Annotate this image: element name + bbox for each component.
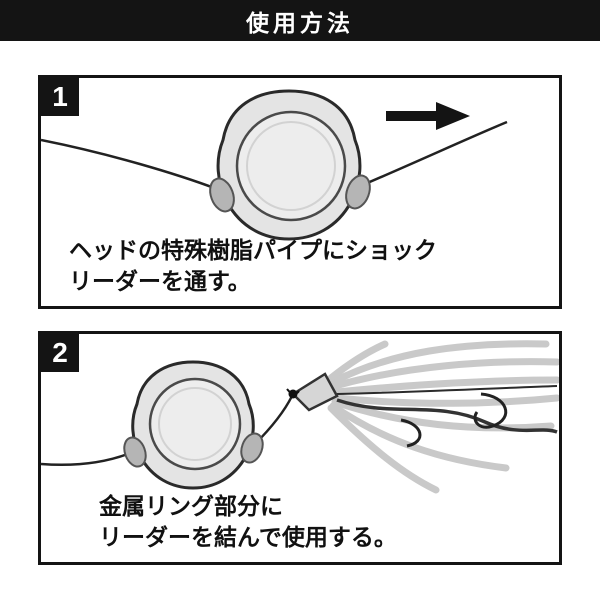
step2-number-badge: 2 — [41, 334, 79, 372]
step1-panel: 1 ヘッドの特殊樹脂パイプにショック リーダーを通す。 — [38, 75, 562, 309]
step2-panel: 2 — [38, 331, 562, 565]
page-title: 使用方法 — [246, 9, 354, 36]
lure-head-face — [148, 377, 242, 471]
lure-head-face-inner-ring — [158, 387, 232, 461]
pipe-opening-right — [345, 174, 371, 210]
lure-head-face — [235, 110, 347, 222]
lure-head-face-inner-ring — [246, 121, 336, 211]
step1-caption-line2: リーダーを通す。 — [69, 267, 251, 294]
leader-line-left — [41, 138, 218, 191]
step1-caption: ヘッドの特殊樹脂パイプにショック リーダーを通す。 — [69, 235, 437, 296]
step1-illustration — [41, 89, 508, 241]
hook-icon-small — [400, 418, 422, 448]
pipe-opening-right — [240, 432, 264, 464]
pipe-opening-left — [123, 436, 147, 468]
leader-line-right — [364, 120, 508, 186]
knot-squiggle — [286, 388, 300, 395]
leader-line-left — [41, 450, 134, 467]
cone-connector — [291, 372, 339, 412]
step2-illustration — [41, 340, 559, 494]
step2-caption-line1: 金属リング部分に — [99, 493, 283, 520]
header-bar: 使用方法 — [0, 0, 600, 41]
step1-caption-line1: ヘッドの特殊樹脂パイプにショック — [69, 237, 437, 264]
rig-line — [336, 385, 558, 395]
pipe-opening-left — [209, 177, 235, 213]
direction-arrow-icon — [386, 102, 470, 130]
step2-caption-line2: リーダーを結んで使用する。 — [99, 523, 397, 550]
skirt-strands — [327, 340, 559, 494]
hook-icon — [473, 392, 508, 429]
step2-caption: 金属リング部分に リーダーを結んで使用する。 — [99, 491, 397, 552]
step1-number-badge: 1 — [41, 78, 79, 116]
